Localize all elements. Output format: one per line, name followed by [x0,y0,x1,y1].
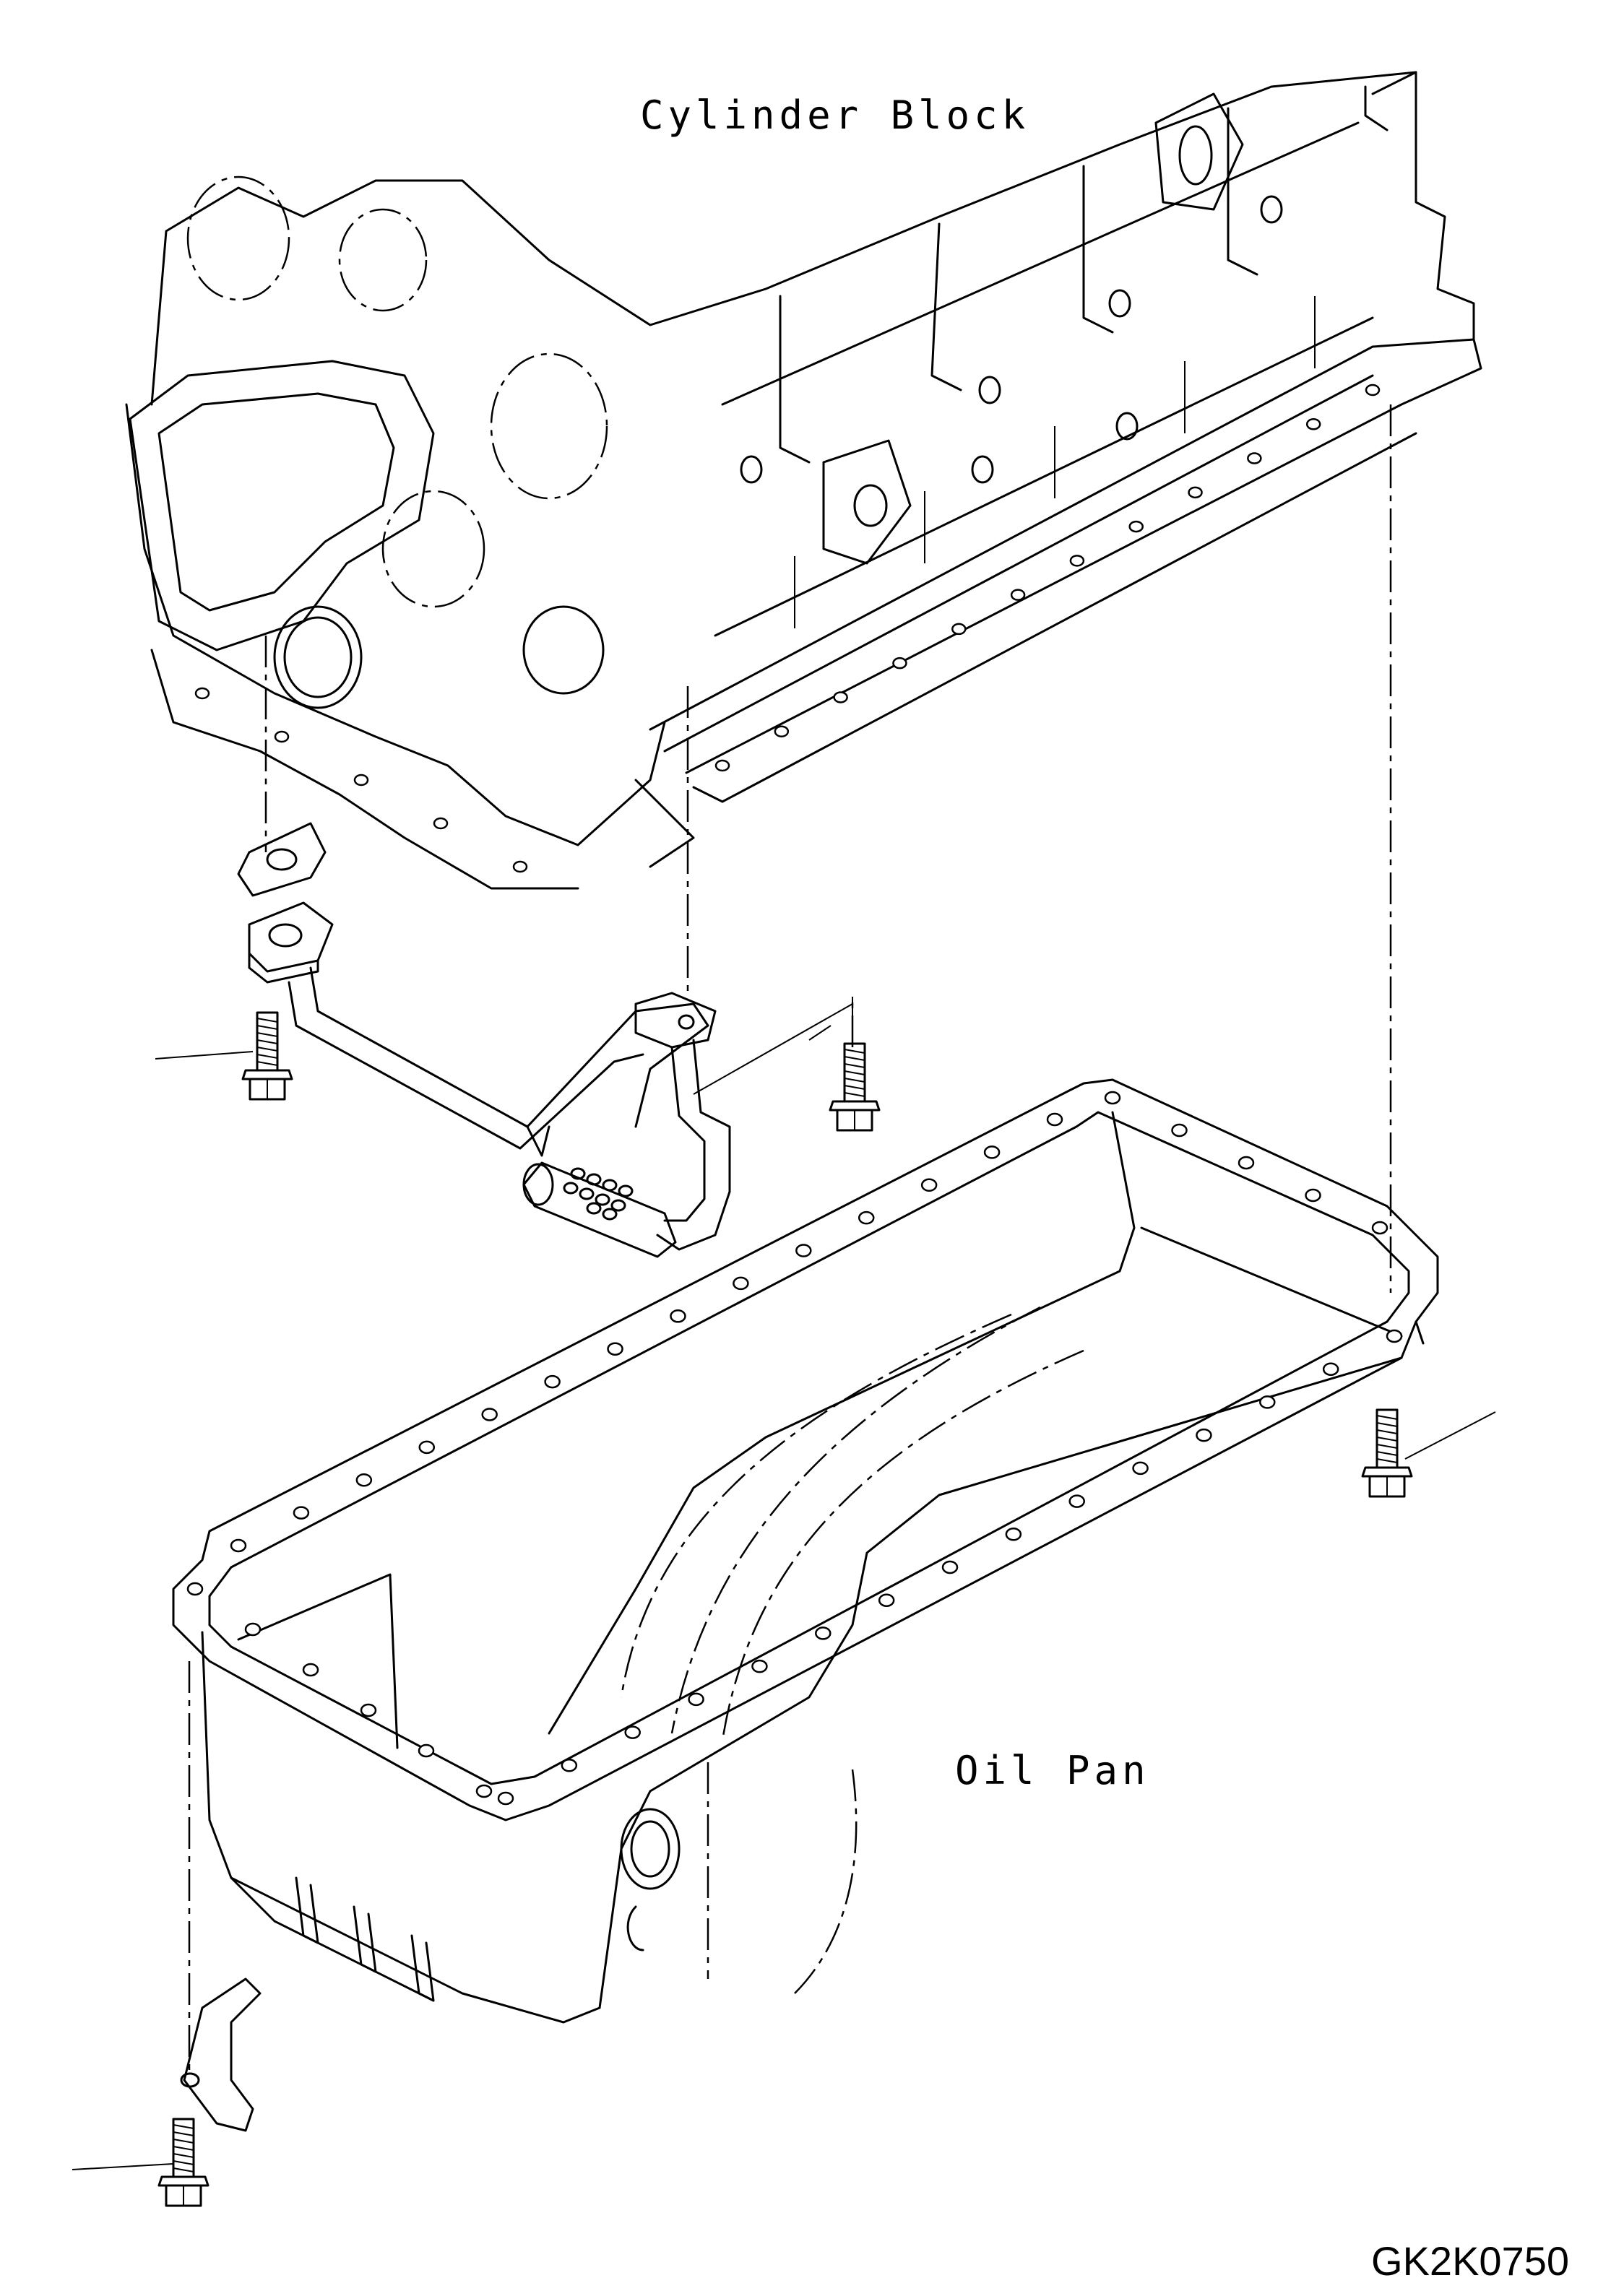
bolt-center [829,1042,881,1132]
cylinder-block [125,71,1482,890]
oil-pan [172,1078,1439,2024]
assembly-lines [188,404,1392,2073]
cylinder-block-label: Cylinder Block [640,92,1030,138]
pan-bracket [180,1977,262,2132]
bolt-left [241,1011,293,1101]
oil-pan-label: Oil Pan [955,1748,1150,1793]
oil-strainer-pipe [248,901,731,1258]
bolt-bottom [157,2118,210,2207]
figure-code: GK2K0750 [1371,2238,1569,2284]
gasket [237,822,327,897]
bolt-right [1361,1408,1413,1498]
callout-leaders [72,997,1496,2170]
